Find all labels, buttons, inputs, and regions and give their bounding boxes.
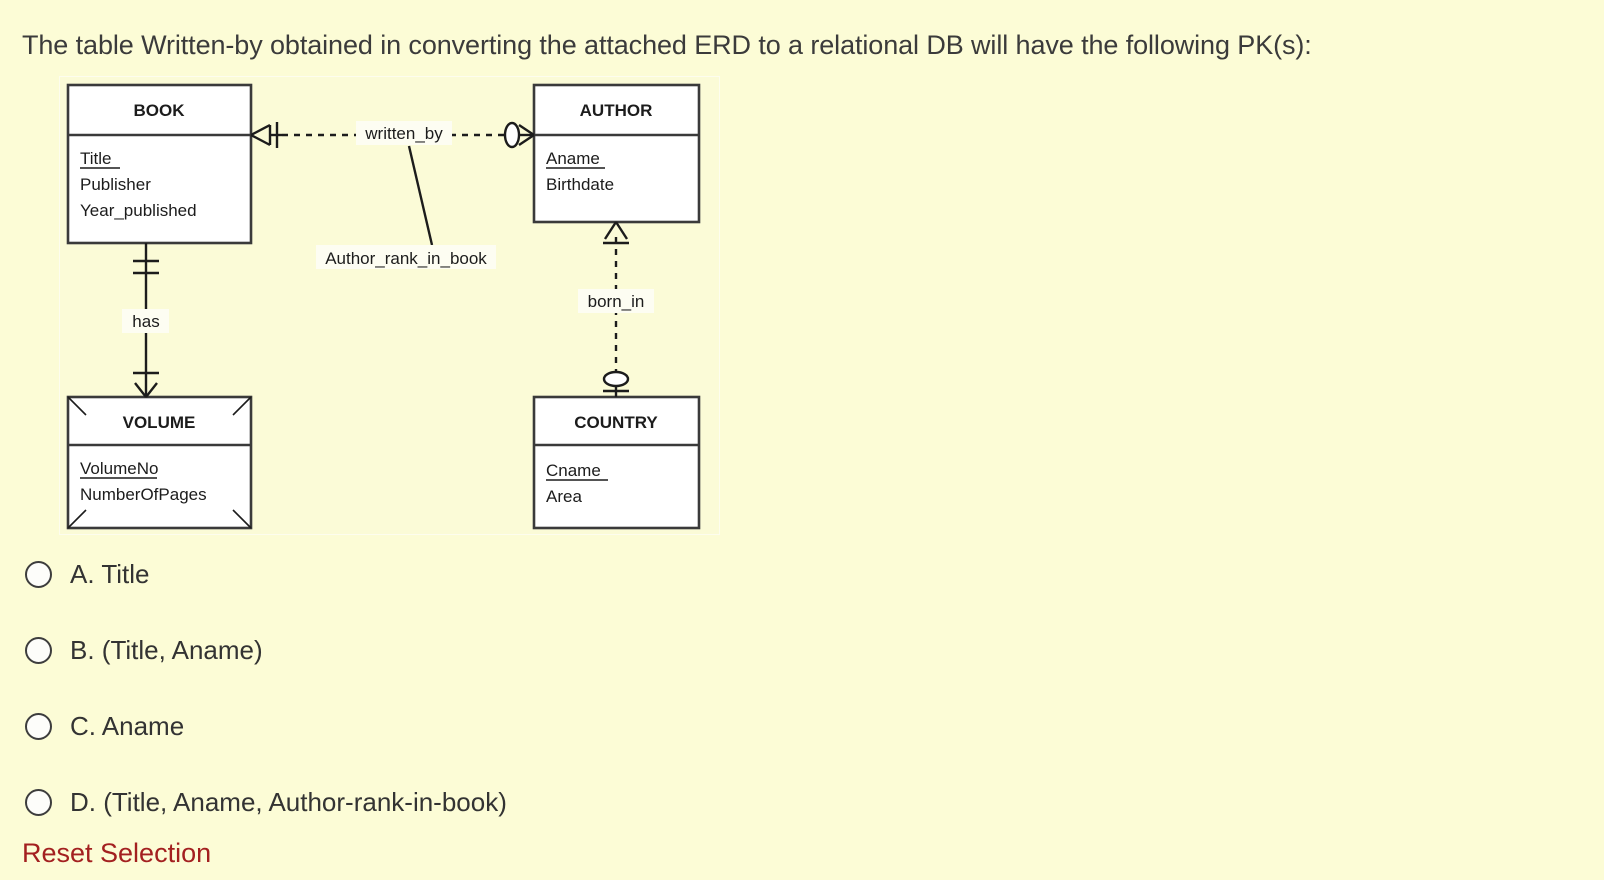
entity-volume-attr-0: VolumeNo — [80, 459, 158, 478]
relationship-attribute-author-rank-in-book: Author_rank_in_book — [325, 249, 487, 268]
relationship-has: has — [122, 243, 169, 398]
relationship-has-label: has — [132, 312, 159, 331]
reset-selection-link[interactable]: Reset Selection — [22, 838, 212, 868]
entity-author-attr-0: Aname — [546, 149, 600, 168]
entity-country-attr-0: Cname — [546, 461, 601, 480]
entity-author-attr-1: Birthdate — [546, 175, 614, 194]
option-row-c[interactable]: C. Aname — [20, 688, 1020, 764]
radio-button-d[interactable] — [25, 788, 52, 816]
answer-options-list: A. Title B. (Title, Aname) C. Aname D. (… — [20, 536, 1020, 840]
option-label-d[interactable]: D. (Title, Aname, Author-rank-in-book) — [70, 786, 507, 817]
entity-country: COUNTRY Cname Area — [532, 395, 701, 530]
option-label-c[interactable]: C. Aname — [70, 710, 185, 741]
entity-country-attr-1: Area — [546, 487, 582, 506]
entity-book-attr-0: Title — [80, 149, 112, 168]
radio-button-a[interactable] — [25, 560, 52, 588]
option-row-d[interactable]: D. (Title, Aname, Author-rank-in-book) — [20, 764, 1020, 840]
radio-button-b[interactable] — [25, 636, 52, 664]
relationship-written-by-label: written_by — [364, 124, 443, 143]
entity-book-attr-2: Year_published — [80, 201, 197, 220]
entity-book-attr-1: Publisher — [80, 175, 151, 194]
option-row-b[interactable]: B. (Title, Aname) — [20, 612, 1020, 688]
relationship-written-by: written_by Author_rank_in_book — [250, 121, 535, 269]
erd-svg: .ebox { fill:#ffffff; stroke:#3a3a3a; st… — [66, 83, 701, 530]
entity-volume-name: VOLUME — [123, 413, 196, 432]
relationship-born-in: born_in — [578, 221, 654, 397]
radio-button-c[interactable] — [25, 712, 52, 740]
option-label-a[interactable]: A. Title — [70, 558, 150, 589]
page-title: The table Written-by obtained in convert… — [22, 30, 1312, 60]
option-row-a[interactable]: A. Title — [20, 536, 1020, 612]
entity-author-name: AUTHOR — [580, 101, 653, 120]
entity-book-name: BOOK — [134, 101, 186, 120]
erd-diagram-image: .ebox { fill:#ffffff; stroke:#3a3a3a; st… — [59, 76, 720, 535]
option-label-b[interactable]: B. (Title, Aname) — [70, 634, 263, 665]
entity-author: AUTHOR Aname Birthdate — [532, 83, 701, 224]
entity-volume: VOLUME VolumeNo NumberOfPages — [66, 395, 253, 530]
entity-volume-attr-1: NumberOfPages — [80, 485, 207, 504]
relationship-born-in-label: born_in — [588, 292, 645, 311]
entity-book: BOOK Title Publisher Year_published — [66, 83, 253, 245]
entity-country-name: COUNTRY — [574, 413, 658, 432]
